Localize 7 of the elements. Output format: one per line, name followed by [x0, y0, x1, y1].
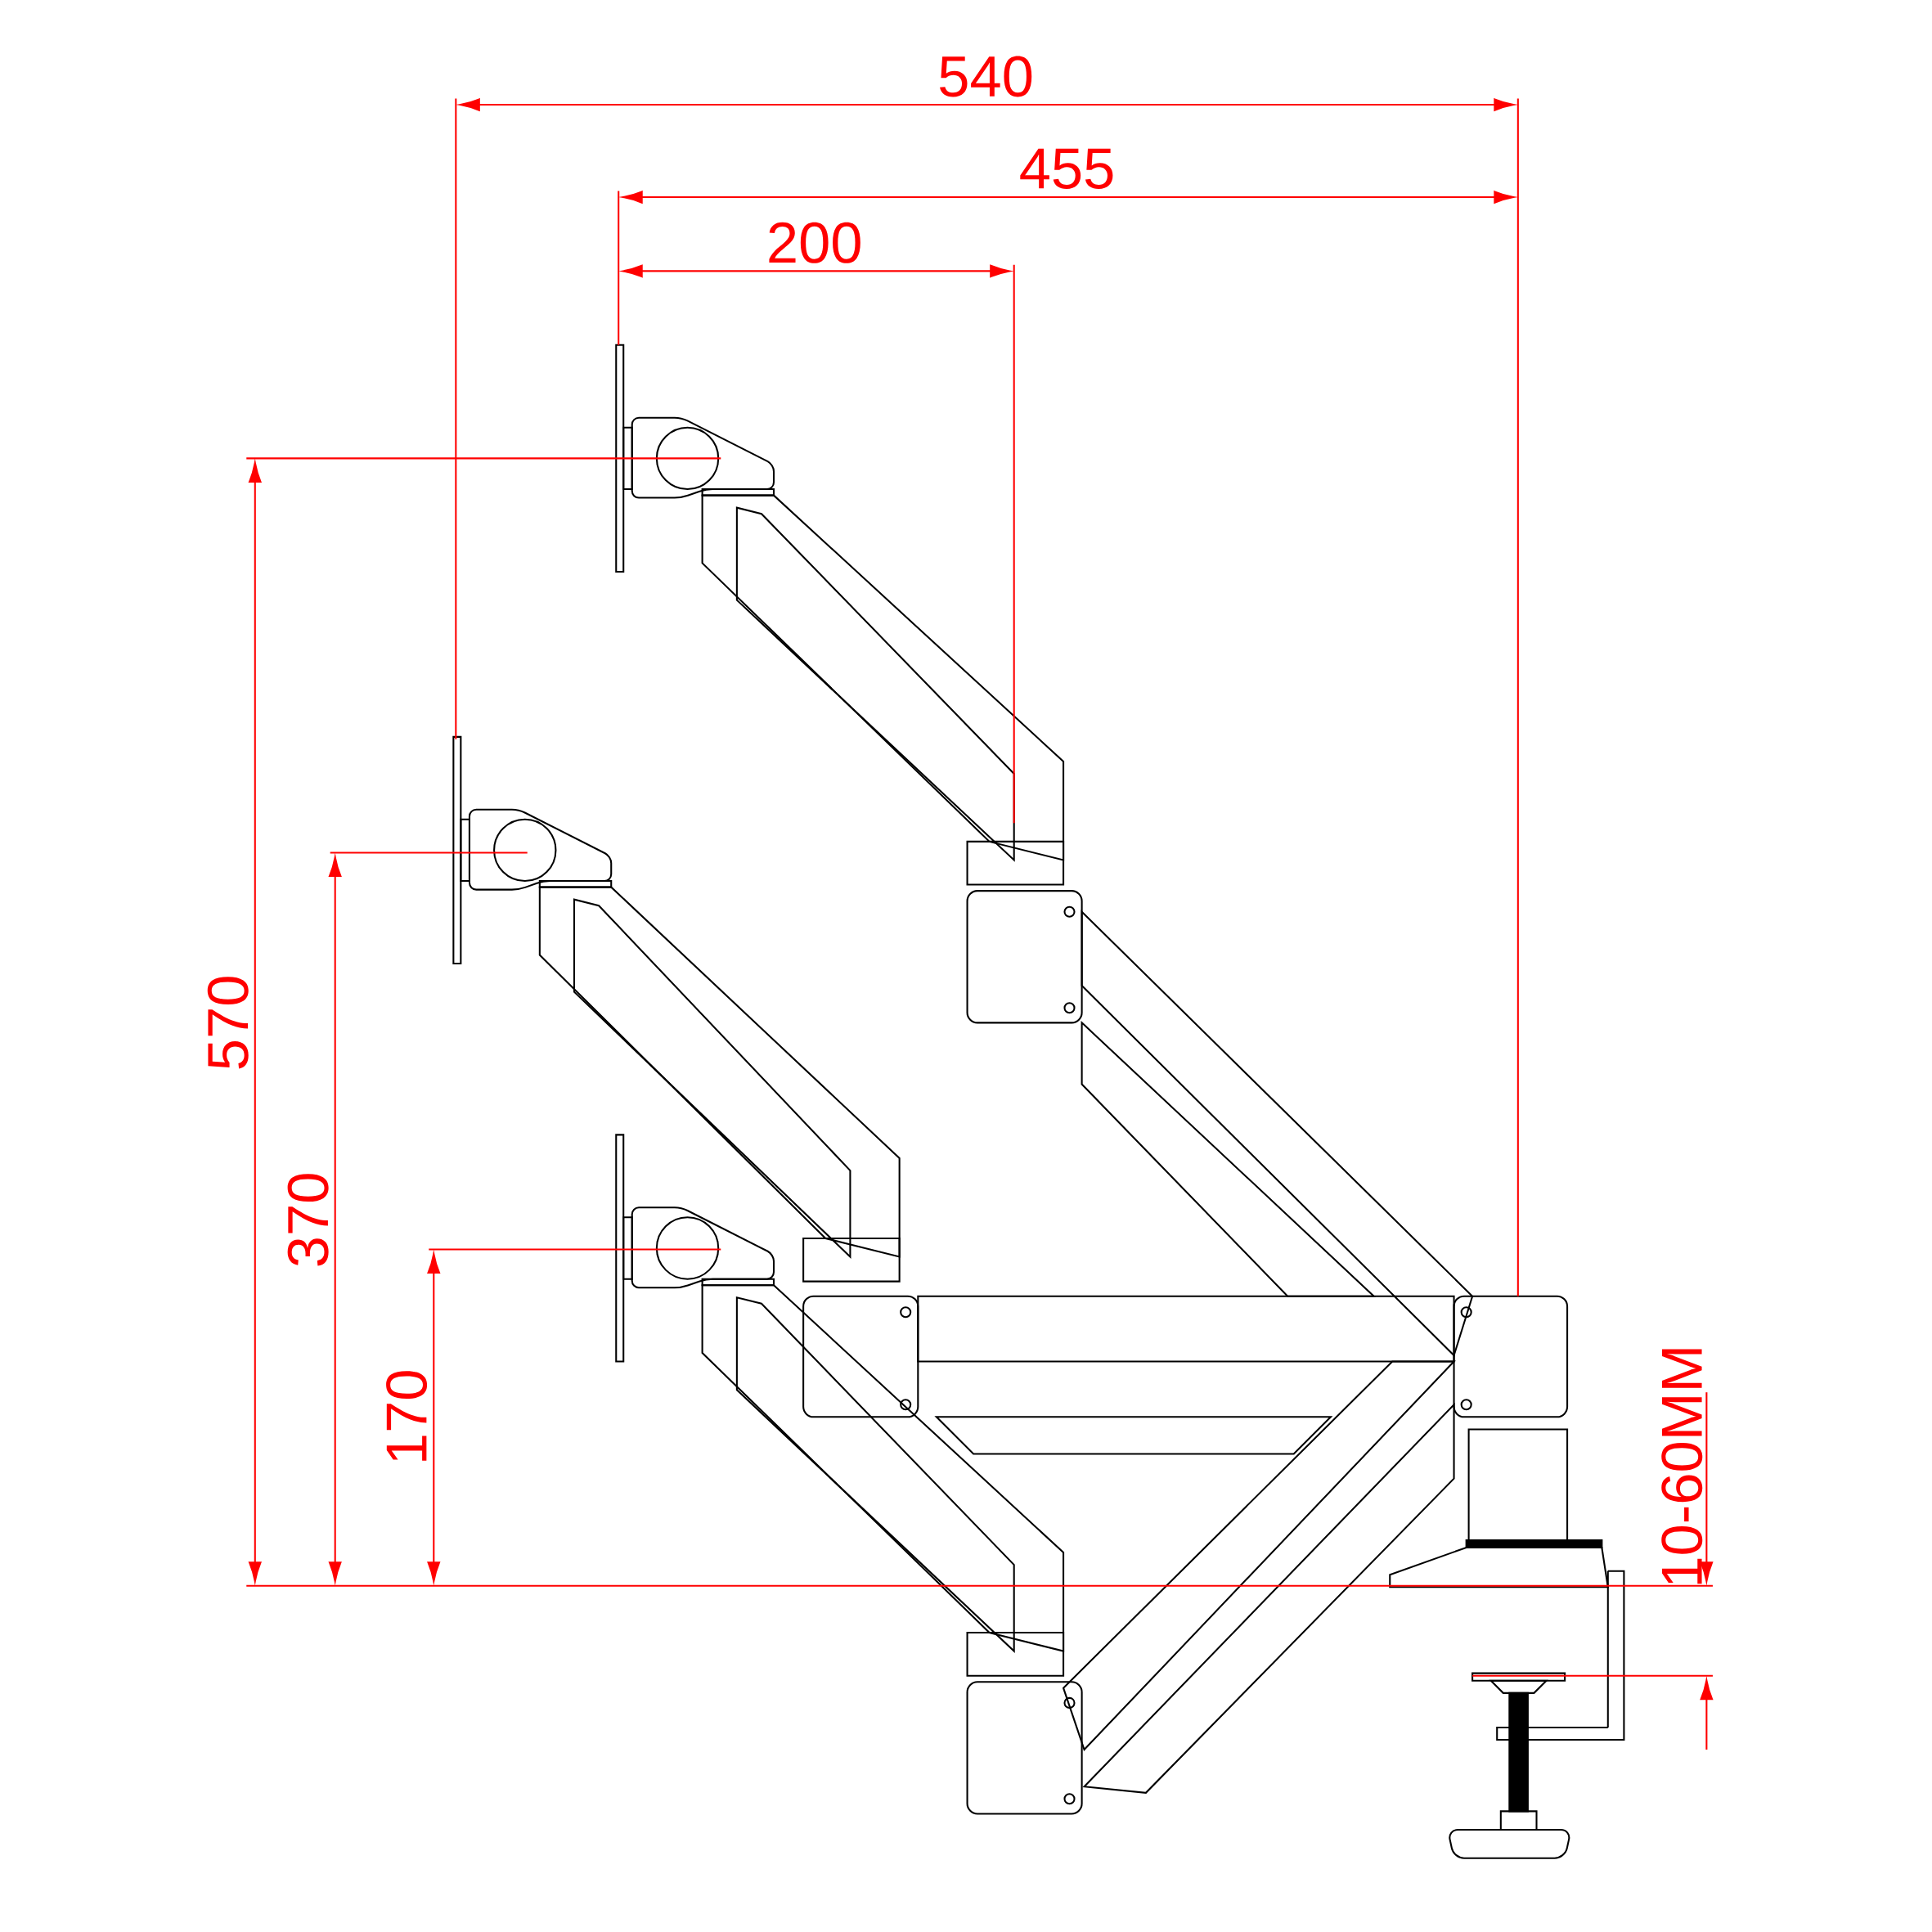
- dimension-label: 10-60MM: [1661, 1349, 1703, 1584]
- dimension-label: 540: [940, 56, 1032, 97]
- dimension-label: 455: [1020, 148, 1113, 189]
- dimension-label: 570: [207, 977, 249, 1069]
- dimension-label: 200: [769, 222, 860, 263]
- dimension-label: 370: [287, 1174, 329, 1266]
- dimension-label: 170: [386, 1371, 428, 1461]
